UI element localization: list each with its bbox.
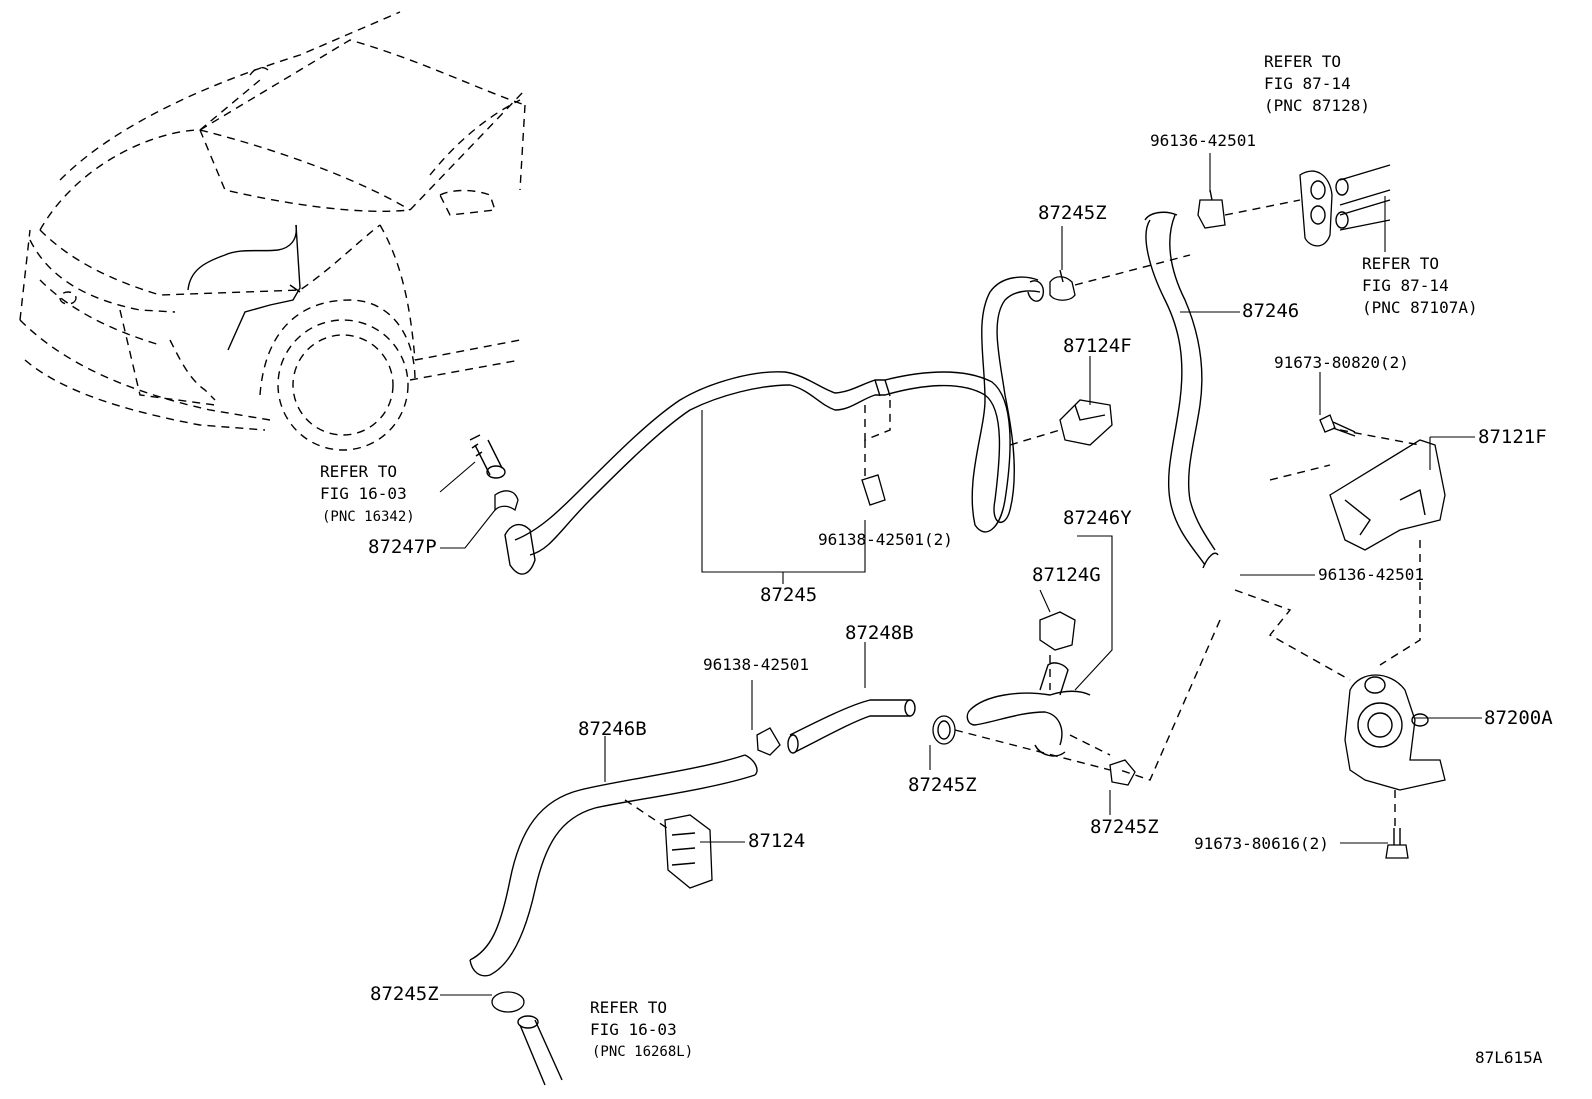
pipe-16342[interactable] <box>469 434 506 479</box>
ref-87107a-line3: (PNC 87107A) <box>1362 298 1478 317</box>
label-96136-42501-top[interactable]: 96136-42501 <box>1150 131 1256 150</box>
label-87247p[interactable]: 87247P <box>368 536 437 558</box>
ref-87128-line1: REFER TO <box>1264 52 1342 71</box>
hose-87248b[interactable] <box>787 699 916 754</box>
bolt-91673-80616[interactable] <box>1385 828 1409 859</box>
dashed-connectors <box>624 199 1421 831</box>
grommet-87128[interactable] <box>1299 164 1391 247</box>
bolt-91673-80820[interactable] <box>1319 414 1356 437</box>
leader-lines <box>439 153 1482 996</box>
label-91673-80820[interactable]: 91673-80820(2) <box>1274 353 1409 372</box>
vehicle-outline <box>19 11 526 451</box>
label-87124f[interactable]: 87124F <box>1063 335 1132 357</box>
label-87200a[interactable]: 87200A <box>1484 707 1553 729</box>
label-87246[interactable]: 87246 <box>1242 300 1300 322</box>
label-87124g[interactable]: 87124G <box>1032 564 1101 586</box>
label-96138-42501-left[interactable]: 96138-42501 <box>703 655 809 674</box>
hose-87246y[interactable] <box>966 662 1091 757</box>
label-87121f[interactable]: 87121F <box>1478 426 1547 448</box>
clamp-87245z-right[interactable] <box>1109 759 1136 786</box>
clamp-87245z-bottom[interactable] <box>491 991 563 1086</box>
clip-87245z-top[interactable] <box>1049 269 1076 301</box>
label-91673-80616[interactable]: 91673-80616(2) <box>1194 834 1329 853</box>
ref-16342-line3: (PNC 16342) <box>322 509 415 525</box>
ref-87107a-line1: REFER TO <box>1362 254 1440 273</box>
ref-16268l-line3: (PNC 16268L) <box>592 1044 694 1060</box>
label-87245z-mid[interactable]: 87245Z <box>908 774 977 796</box>
label-87245[interactable]: 87245 <box>760 584 818 606</box>
hose-87246b[interactable] <box>469 754 758 977</box>
label-87124[interactable]: 87124 <box>748 830 806 852</box>
label-87246y[interactable]: 87246Y <box>1063 507 1132 529</box>
ref-16342-line2: FIG 16-03 <box>320 484 407 503</box>
figure-code: 87L615A <box>1475 1048 1543 1067</box>
ref-16268l-line1: REFER TO <box>590 998 668 1017</box>
ref-16342-line1: REFER TO <box>320 462 398 481</box>
clip-87247p[interactable] <box>494 490 519 512</box>
ref-87128-line3: (PNC 87128) <box>1264 96 1370 115</box>
water-pump-87200a[interactable] <box>1344 674 1446 791</box>
label-87245z-top[interactable]: 87245Z <box>1038 202 1107 224</box>
label-96136-42501-right[interactable]: 96136-42501 <box>1318 565 1424 584</box>
ref-87128-line2: FIG 87-14 <box>1264 74 1351 93</box>
clip-96138-left[interactable] <box>756 727 781 756</box>
label-96138-42501-2[interactable]: 96138-42501(2) <box>818 530 953 549</box>
clip-96138-2[interactable] <box>861 474 886 506</box>
clip-96136-top[interactable] <box>1197 189 1226 229</box>
label-87245z-right[interactable]: 87245Z <box>1090 816 1159 838</box>
hose-87246[interactable] <box>1144 211 1219 569</box>
clamp-87245z-mid[interactable] <box>932 715 956 745</box>
bracket-87124f[interactable] <box>1059 399 1113 446</box>
label-87245z-bottom[interactable]: 87245Z <box>370 983 439 1005</box>
label-87248b[interactable]: 87248B <box>845 622 914 644</box>
clip-87124g[interactable] <box>1039 611 1076 651</box>
ref-16268l-line2: FIG 16-03 <box>590 1020 677 1039</box>
label-87246b[interactable]: 87246B <box>578 718 647 740</box>
hose-87245[interactable] <box>504 276 1045 575</box>
ref-87107a-line2: FIG 87-14 <box>1362 276 1449 295</box>
bracket-87124[interactable] <box>664 814 713 889</box>
bracket-87121f[interactable] <box>1329 439 1446 551</box>
